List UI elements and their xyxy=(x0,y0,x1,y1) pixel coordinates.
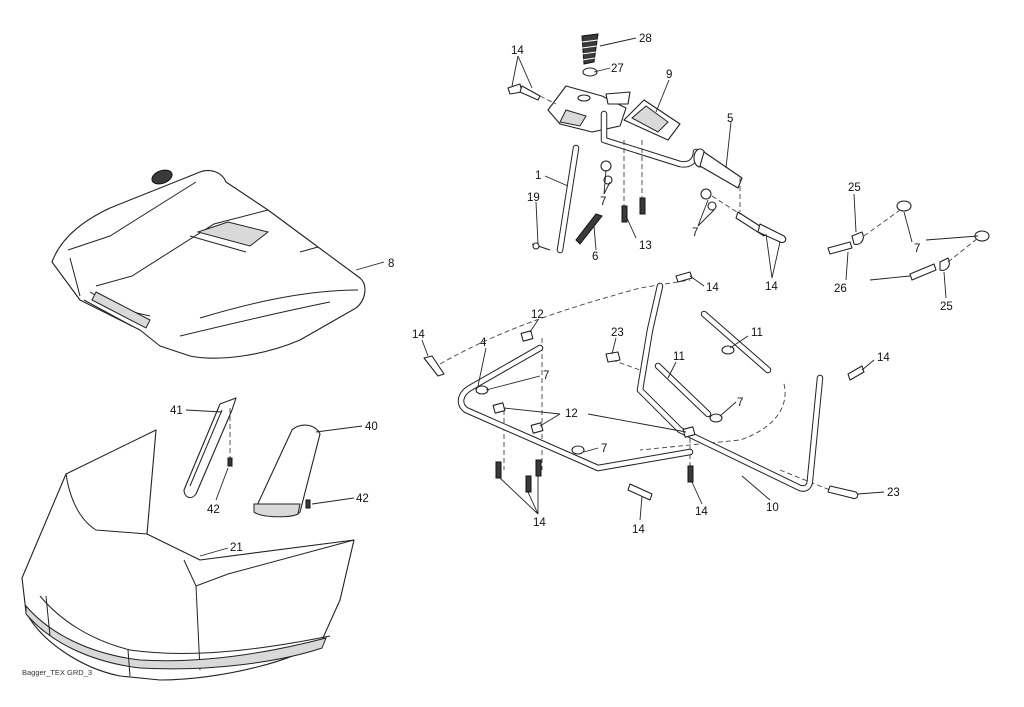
callout-7: 7 xyxy=(914,243,920,255)
hardware-group-right xyxy=(827,200,990,281)
callout-42: 42 xyxy=(207,504,220,516)
callout-9: 9 xyxy=(666,69,672,81)
leader-lines xyxy=(185,37,979,557)
callout-19: 19 xyxy=(527,192,540,204)
drawing-caption: Bagger_TEX GRD_3 xyxy=(22,668,92,677)
callout-12: 12 xyxy=(531,309,544,321)
callout-23: 23 xyxy=(611,327,624,339)
callout-4: 4 xyxy=(480,337,487,349)
frame-assembly xyxy=(423,271,865,501)
callout-41: 41 xyxy=(170,405,183,417)
callout-14: 14 xyxy=(695,506,708,518)
callout-28: 28 xyxy=(639,33,652,45)
callout-14: 14 xyxy=(511,45,524,57)
callout-14: 14 xyxy=(706,282,719,294)
callout-8: 8 xyxy=(388,258,394,270)
callout-13: 13 xyxy=(639,240,652,252)
callout-21: 21 xyxy=(230,542,243,554)
callout-7: 7 xyxy=(543,370,549,382)
handle-assembly xyxy=(507,33,787,254)
callout-12: 12 xyxy=(565,408,578,420)
part-40-panel xyxy=(253,424,321,518)
callout-11: 11 xyxy=(673,351,685,363)
callout-11: 11 xyxy=(751,327,763,339)
callout-27: 27 xyxy=(611,63,624,75)
part-8-top-cover xyxy=(51,169,366,359)
callout-7: 7 xyxy=(601,443,607,455)
callout-40: 40 xyxy=(365,421,378,433)
callout-5: 5 xyxy=(727,113,733,125)
callout-6: 6 xyxy=(592,251,598,263)
callout-1: 1 xyxy=(535,170,541,182)
callout-7: 7 xyxy=(737,397,743,409)
callout-labels: 28 27 9 14 5 1 19 7 13 6 7 14 25 7 26 25… xyxy=(170,33,953,554)
callout-14: 14 xyxy=(533,517,546,529)
callout-14: 14 xyxy=(765,281,778,293)
callout-14: 14 xyxy=(877,352,890,364)
callout-26: 26 xyxy=(834,283,847,295)
part-21-bag xyxy=(21,429,355,681)
callout-14: 14 xyxy=(412,329,425,341)
callout-23: 23 xyxy=(887,487,900,499)
callout-14: 14 xyxy=(632,524,645,536)
callout-42: 42 xyxy=(356,493,369,505)
callout-7: 7 xyxy=(692,227,698,239)
callout-7: 7 xyxy=(600,196,606,208)
callout-25: 25 xyxy=(940,301,953,313)
callout-10: 10 xyxy=(766,502,779,514)
part-42-screws xyxy=(227,408,311,509)
part-41-strip xyxy=(183,397,237,499)
callout-25: 25 xyxy=(848,182,861,194)
